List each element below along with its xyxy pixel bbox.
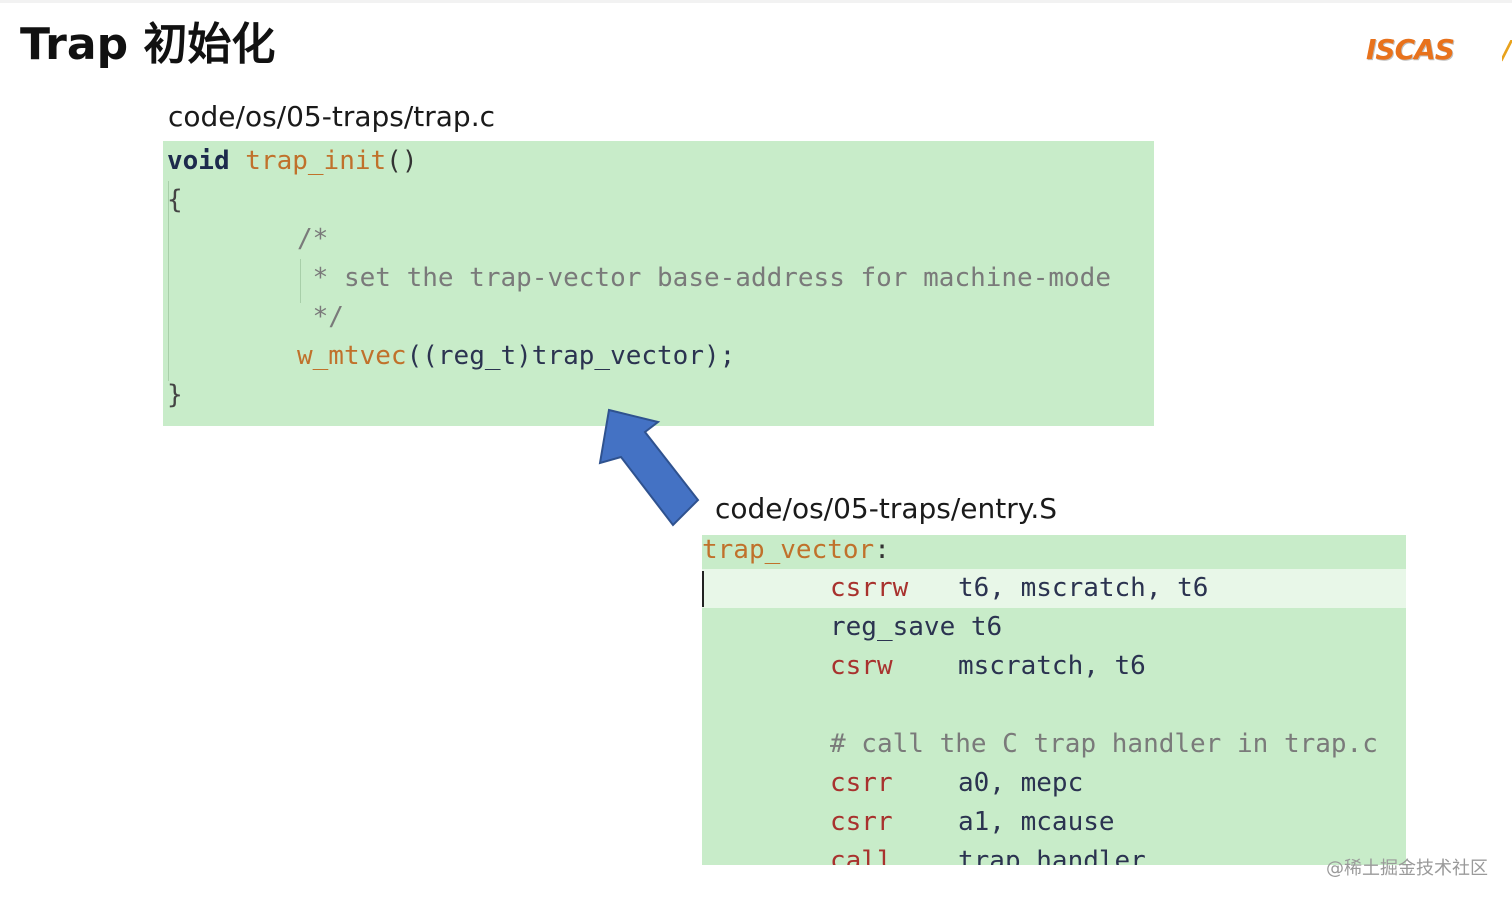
close-brace: }: [167, 380, 183, 410]
code-line: }: [163, 375, 1154, 415]
open-brace: {: [167, 185, 183, 215]
operands: t6, mscratch, t6: [958, 573, 1209, 603]
keyword-void: void: [167, 146, 230, 176]
entry-s-caption: code/os/05-traps/entry.S: [715, 492, 1058, 525]
top-rule: [0, 0, 1512, 3]
code-line: call trap_handler: [702, 841, 1406, 865]
operands: mscratch, t6: [958, 651, 1146, 681]
arrow-shape: [598, 408, 700, 527]
operands: t6: [970, 612, 1003, 642]
text-caret: [702, 571, 704, 607]
macro: reg_save: [830, 612, 956, 642]
trap-c-code-block: void trap_init() { /* * set the trap-vec…: [163, 141, 1154, 426]
code-line: {: [163, 180, 1154, 220]
code-line: * set the trap-vector base-address for m…: [163, 258, 1154, 298]
instruction: csrw: [830, 651, 893, 681]
blank-code-line: [702, 685, 1406, 725]
arrow-up-left-icon: [598, 408, 700, 527]
instruction: call: [830, 846, 893, 865]
trap-c-caption: code/os/05-traps/trap.c: [168, 100, 496, 133]
watermark: @稀土掘金技术社区: [1326, 858, 1488, 879]
code-line: csrw mscratch, t6: [702, 646, 1406, 686]
entry-s-code-block: trap_vector: csrrw t6, mscratch, t6 reg_s…: [702, 535, 1406, 865]
iscas-logo: ISCAS: [1366, 33, 1455, 66]
operands: a1, mcause: [958, 807, 1115, 837]
slide-title: Trap 初始化: [20, 19, 276, 70]
instruction: csrr: [830, 807, 893, 837]
comment-text: * set the trap-vector base-address for m…: [297, 263, 1111, 293]
label-trap-vector: trap_vector: [702, 535, 875, 565]
code-line: csrr a0, mepc: [702, 763, 1406, 803]
code-line: void trap_init(): [163, 141, 1154, 181]
call-function-name: w_mtvec: [297, 341, 407, 371]
code-line: /*: [163, 219, 1154, 259]
instruction: csrrw: [830, 573, 909, 603]
operands: trap_handler: [958, 846, 1146, 865]
logo-edge-mark: /: [1502, 38, 1512, 64]
comment-open: /*: [297, 224, 329, 254]
code-line: # call the C trap handler in trap.c: [702, 724, 1406, 764]
function-name: trap_init: [245, 146, 387, 176]
parens: (): [386, 146, 418, 176]
indent-guide-comment: [300, 259, 301, 303]
code-line: */: [163, 297, 1154, 337]
instruction: csrr: [830, 768, 893, 798]
code-line: csrr a1, mcause: [702, 802, 1406, 842]
comment-text: # call the C trap handler in trap.c: [830, 729, 1378, 759]
operands: a0, mepc: [958, 768, 1084, 798]
label-colon: :: [874, 535, 890, 565]
indent-guide-outer: [168, 181, 169, 381]
code-line: w_mtvec((reg_t)trap_vector);: [163, 336, 1154, 376]
call-arguments: ((reg_t)trap_vector);: [406, 341, 736, 371]
comment-close: */: [297, 302, 344, 332]
code-line: csrrw t6, mscratch, t6: [702, 568, 1406, 608]
code-line: reg_save t6: [702, 607, 1406, 647]
current-line-highlight: [702, 569, 1406, 608]
code-line: trap_vector:: [702, 535, 1406, 570]
